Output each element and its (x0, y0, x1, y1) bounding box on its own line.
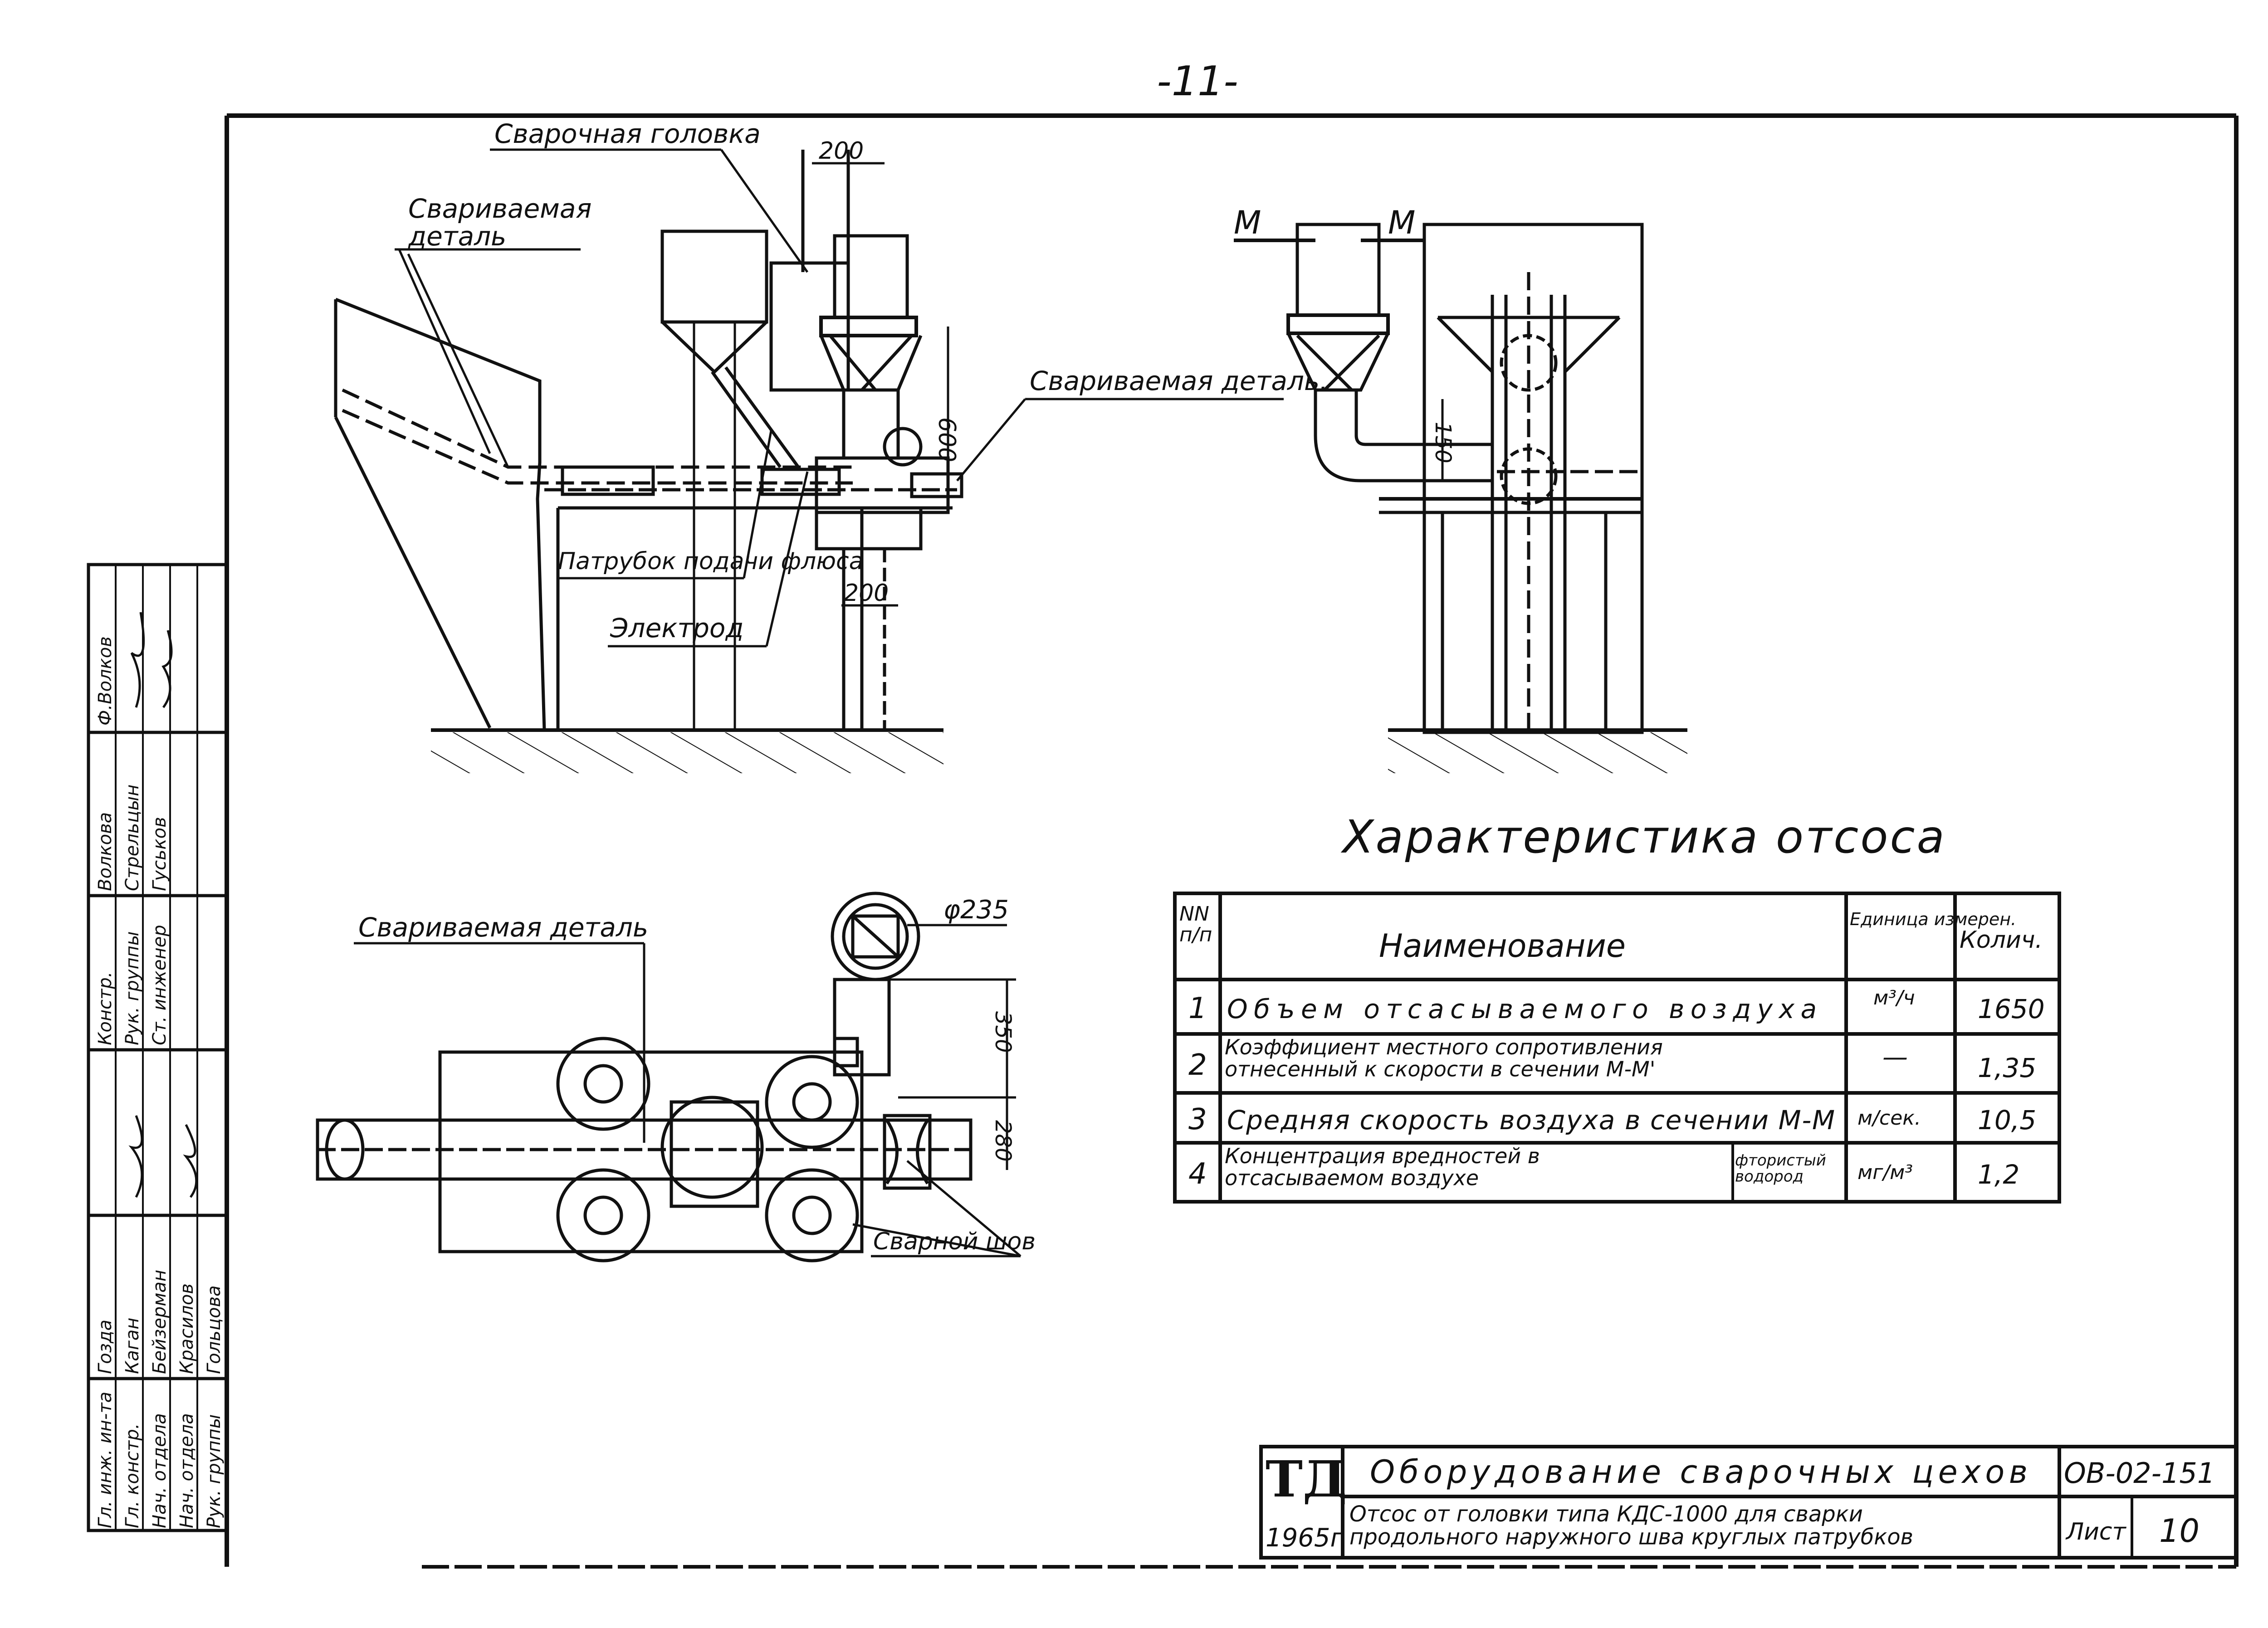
title-sub-line: Отсос от головки типа КДС-1000 для сварк… (1349, 1501, 1863, 1527)
row4-name-line: Концентрация вредностей в (1225, 1144, 1540, 1168)
signature-scribble-2 (161, 630, 173, 708)
row3-unit: м/сек. (1857, 1106, 1921, 1130)
label-welded-part-plan: Свариваемая деталь (358, 912, 648, 943)
plan-view (316, 892, 1022, 1262)
side-view (334, 148, 1284, 773)
row4-sub-line-2: водород (1735, 1168, 1804, 1186)
signature-scribble-3 (128, 1115, 143, 1198)
title-sub: Отсос от головки типа КДС-1000 для сварк… (1349, 1501, 1913, 1550)
stamp-role-r1: Констр. (95, 972, 116, 1045)
label-weld-seam: Сварной шов (873, 1228, 1036, 1255)
row3-qty: 10,5 (1978, 1105, 2036, 1136)
stamp-role-3: Нач. отдела (149, 1413, 170, 1528)
stamp-role-5: Рук. группы (204, 1414, 225, 1528)
stamp-role-1: Гл. инж. ин-та (95, 1392, 116, 1528)
stamp-role-r2: Рук. группы (122, 931, 143, 1045)
title-year: 1965г (1266, 1523, 1344, 1553)
page-number: -11- (1157, 58, 1238, 105)
row3-num: 3 (1188, 1103, 1207, 1136)
row3-name: Средняя скорость воздуха в сечении М-М (1227, 1105, 1835, 1136)
label-flux-pipe: Патрубок подачи флюса (558, 548, 863, 575)
stamp-name-3: Бейзерман (149, 1270, 170, 1374)
stamp-name-r3: Гуськов (149, 817, 170, 891)
row1-qty: 1650 (1978, 994, 2045, 1024)
side-stamp-text: Гл. инж. ин-та Гл. констр. Нач. отдела Н… (95, 612, 225, 1528)
row4-qty: 1,2 (1978, 1159, 2019, 1190)
label-welded-part-top-line-2: деталь (408, 221, 506, 252)
title-sheet-number: 10 (2159, 1512, 2200, 1550)
stamp-signature-note: Ф.Волков (95, 636, 116, 726)
stamp-name-2: Каган (122, 1317, 143, 1374)
title-sub-line-2: продольного наружного шва круглых патруб… (1349, 1524, 1913, 1550)
stamp-name-r1: Волкова (95, 812, 116, 891)
title-code: ОВ-02-151 (2064, 1457, 2215, 1490)
side-stamp (87, 563, 229, 1532)
row1-unit: м³/ч (1873, 986, 1915, 1009)
title-block (1259, 1445, 2238, 1560)
th-name: Наименование (1379, 927, 1626, 965)
row2-unit: — (1882, 1043, 1908, 1072)
dim-280: 280 (990, 1120, 1016, 1162)
dim-150: 150 (1430, 422, 1456, 463)
section-view (1234, 223, 1687, 773)
row2-name-line: Коэффициент местного сопротивления (1225, 1035, 1663, 1059)
plan-view-labels: Свариваемая деталь Сварной шов φ235 350 … (358, 895, 1036, 1255)
label-welded-part-top-line: Свариваемая (408, 193, 591, 224)
section-view-labels: М М 150 (1234, 204, 1456, 463)
stamp-name-5: Гольцова (204, 1285, 225, 1374)
title-sheet-label: Лист (2065, 1518, 2126, 1545)
dim-dia-235: φ235 (943, 895, 1009, 925)
dim-350: 350 (990, 1011, 1016, 1053)
row4-sub-line: фтористый (1735, 1151, 1826, 1170)
title-logo: ТД (1266, 1450, 1347, 1508)
label-welded-part-right: Свариваемая деталь. (1030, 366, 1328, 396)
stamp-name-1: Гозда (95, 1320, 116, 1374)
line-2: п/п (1179, 923, 1212, 946)
row4-name-line-2: отсасываемом воздухе (1225, 1165, 1479, 1190)
row4-num: 4 (1188, 1157, 1207, 1191)
table-title: Характеристика отсоса (1340, 810, 1946, 863)
stamp-name-r2: Стрельцын (122, 785, 143, 891)
row1-num: 1 (1188, 992, 1207, 1025)
th-unit: Единица измерен. (1850, 909, 2016, 929)
title-main: Оборудование сварочных цехов (1370, 1453, 2028, 1491)
dim-600: 600 (933, 417, 960, 462)
stamp-role-2: Гл. констр. (122, 1423, 143, 1528)
title-block-text: ТД 1965г Оборудование сварочных цехов ОВ… (1266, 1450, 2215, 1553)
stamp-role-r3: Ст. инженер (149, 925, 170, 1045)
dim-200-top: 200 (819, 137, 864, 165)
label-welding-head: Сварочная головка (494, 118, 761, 149)
characteristics-table (1173, 892, 2061, 1204)
row1-name: Объем отсасываемого воздуха (1227, 994, 1817, 1024)
signature-scribble-4 (183, 1124, 198, 1198)
section-mark-left: М (1234, 204, 1261, 241)
signature-scribble-1 (130, 612, 145, 708)
row4-unit: мг/м³ (1857, 1161, 1913, 1184)
stamp-name-4: Красилов (176, 1283, 197, 1374)
row2-name-line-2: отнесенный к скорости в сечении М-М' (1225, 1057, 1655, 1081)
row2-num: 2 (1188, 1048, 1207, 1082)
dim-200-bottom: 200 (844, 580, 889, 607)
section-mark-right: М (1388, 204, 1415, 241)
th-qty: Колич. (1960, 926, 2043, 954)
row2-qty: 1,35 (1978, 1053, 2036, 1083)
label-electrode: Электрод (610, 613, 743, 643)
stamp-role-4: Нач. отдела (176, 1413, 197, 1528)
